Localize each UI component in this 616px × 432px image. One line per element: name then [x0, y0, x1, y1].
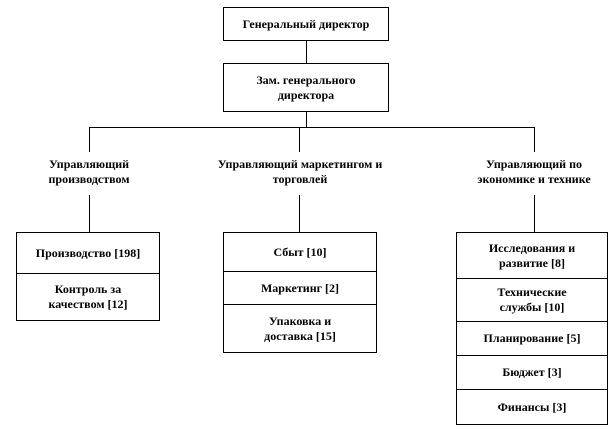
connector-ceo-deputy: [306, 41, 307, 63]
unit-quality-control: Контроль за качеством [12]: [17, 273, 159, 320]
deputy-label: Зам. генерального директора: [256, 72, 356, 102]
unit-marketing: Маркетинг [2]: [224, 271, 376, 304]
marketing-units: Сбыт [10] Маркетинг [2] Упаковка и доста…: [223, 232, 377, 353]
ceo-label: Генеральный директор: [242, 16, 370, 31]
connector-bus-center: [299, 127, 300, 152]
connector-head-center: [299, 195, 300, 232]
unit-finance: Финансы [3]: [457, 389, 607, 424]
ceo-box: Генеральный директор: [223, 7, 389, 41]
economics-units: Исследования и развитие [8] Технические …: [456, 232, 608, 425]
connector-head-left: [89, 195, 90, 232]
unit-packaging-delivery: Упаковка и доставка [15]: [224, 304, 376, 352]
connector-bus-right: [534, 127, 535, 152]
unit-budget: Бюджет [3]: [457, 355, 607, 389]
connector-bus: [89, 127, 535, 128]
unit-production: Производство [198]: [35, 245, 141, 260]
unit-research-development: Исследования и развитие [8]: [488, 240, 576, 270]
production-units: Производство [198] Контроль за качеством…: [16, 232, 160, 321]
branch-head-production: Управляющий производством: [30, 157, 148, 187]
connector-head-right: [534, 195, 535, 232]
connector-bus-left: [89, 127, 90, 152]
branch-head-economics: Управляющий по экономике и технике: [460, 157, 608, 187]
unit-technical-services: Технические службы [10]: [457, 278, 607, 321]
connector-deputy-bus: [306, 112, 307, 127]
deputy-box: Зам. генерального директора: [223, 63, 389, 112]
branch-head-marketing: Управляющий маркетингом и торговлей: [214, 157, 386, 187]
unit-sales: Сбыт [10]: [273, 244, 327, 259]
unit-planning: Планирование [5]: [457, 321, 607, 355]
